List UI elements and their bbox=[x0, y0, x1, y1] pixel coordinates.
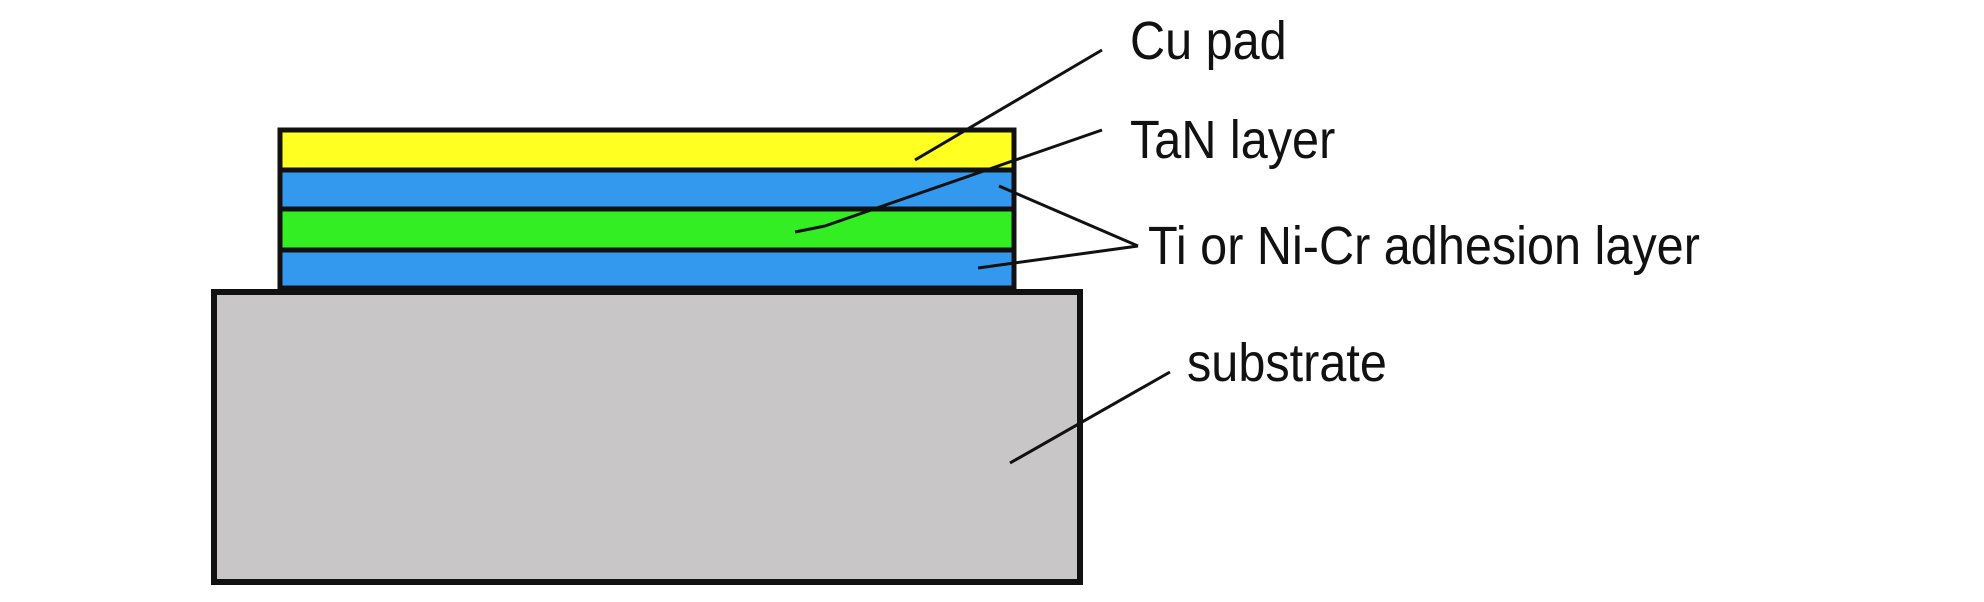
leader-line-substrate bbox=[1009, 370, 1171, 465]
leader-line-tan-to-stack bbox=[794, 224, 826, 234]
leader-line-adhesion-bottom bbox=[977, 244, 1139, 270]
cu-pad-label: Cu pad bbox=[1130, 11, 1287, 71]
adhesion-layer-bottom bbox=[277, 247, 1017, 291]
tan-layer-label: TaN layer bbox=[1130, 110, 1336, 170]
cu-pad-layer bbox=[277, 127, 1017, 173]
leader-line-cu-pad bbox=[914, 48, 1103, 162]
adhesion-layer-label: Ti or Ni-Cr adhesion layer bbox=[1148, 216, 1700, 276]
leader-line-tan-layer bbox=[824, 128, 1103, 228]
tan-layer bbox=[277, 206, 1017, 253]
leader-line-adhesion-top bbox=[998, 184, 1139, 248]
substrate-label: substrate bbox=[1187, 333, 1387, 393]
substrate-block bbox=[211, 289, 1083, 585]
adhesion-layer-top bbox=[277, 167, 1017, 212]
